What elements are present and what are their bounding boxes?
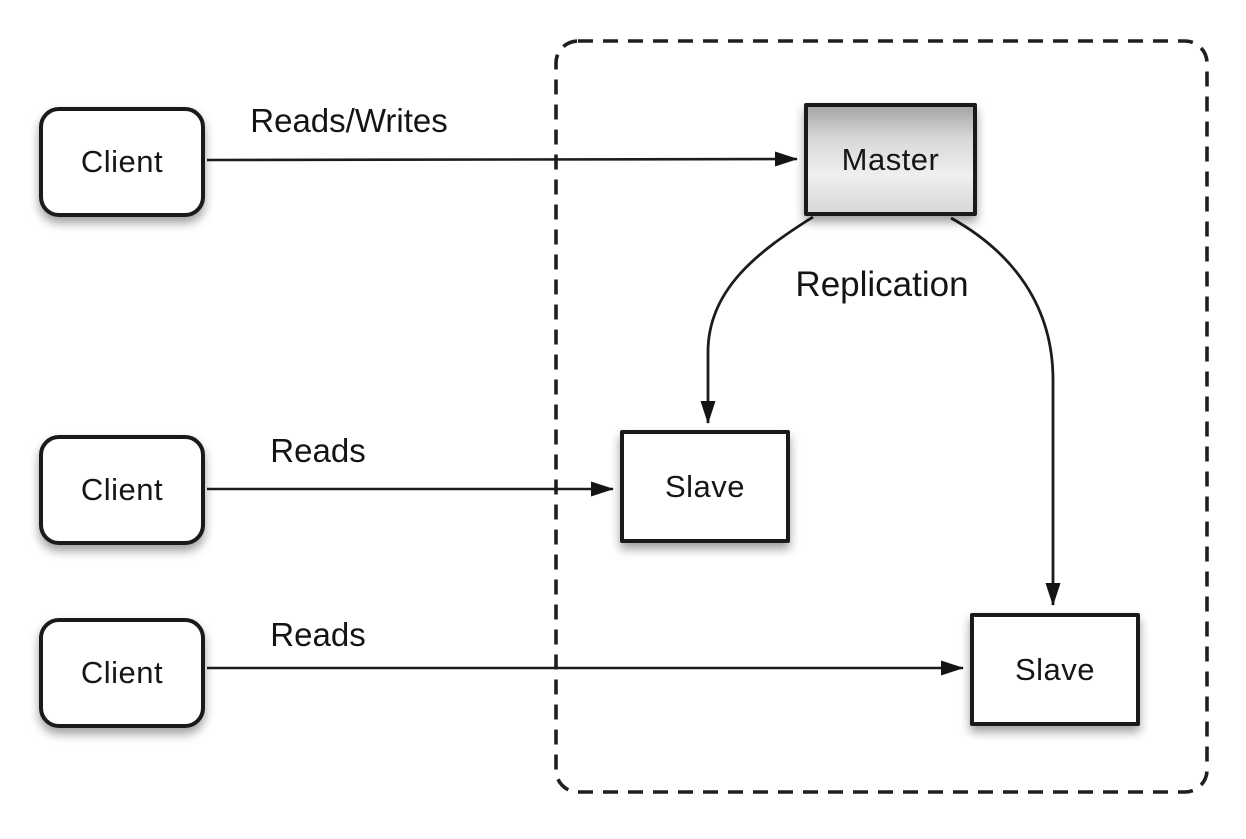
edge-label-replication: Replication [795, 265, 969, 304]
edge-label-reads-middle: Reads [270, 432, 366, 469]
node-master: Master [804, 103, 977, 216]
edge-master-to-slave1 [700, 215, 814, 424]
edge-label-reads-bottom: Reads [270, 616, 366, 653]
edge-label-reads-writes: Reads/Writes [250, 102, 448, 139]
node-client-1: Client [39, 107, 205, 217]
node-slave-1-label: Slave [664, 468, 746, 504]
node-client-1-label: Client [80, 144, 164, 179]
node-master-label: Master [841, 141, 940, 177]
node-slave-1: Slave [620, 430, 790, 543]
node-slave-2: Slave [970, 613, 1140, 726]
edge-master-to-slave2 [950, 216, 1061, 606]
node-slave-2-label: Slave [1014, 651, 1096, 687]
node-client-2: Client [39, 435, 205, 545]
node-client-3-label: Client [80, 655, 164, 690]
node-client-3: Client [39, 618, 205, 728]
node-client-2-label: Client [80, 472, 164, 507]
edge-client1-to-master [206, 151, 798, 167]
replication-group-boundary [554, 39, 1209, 794]
